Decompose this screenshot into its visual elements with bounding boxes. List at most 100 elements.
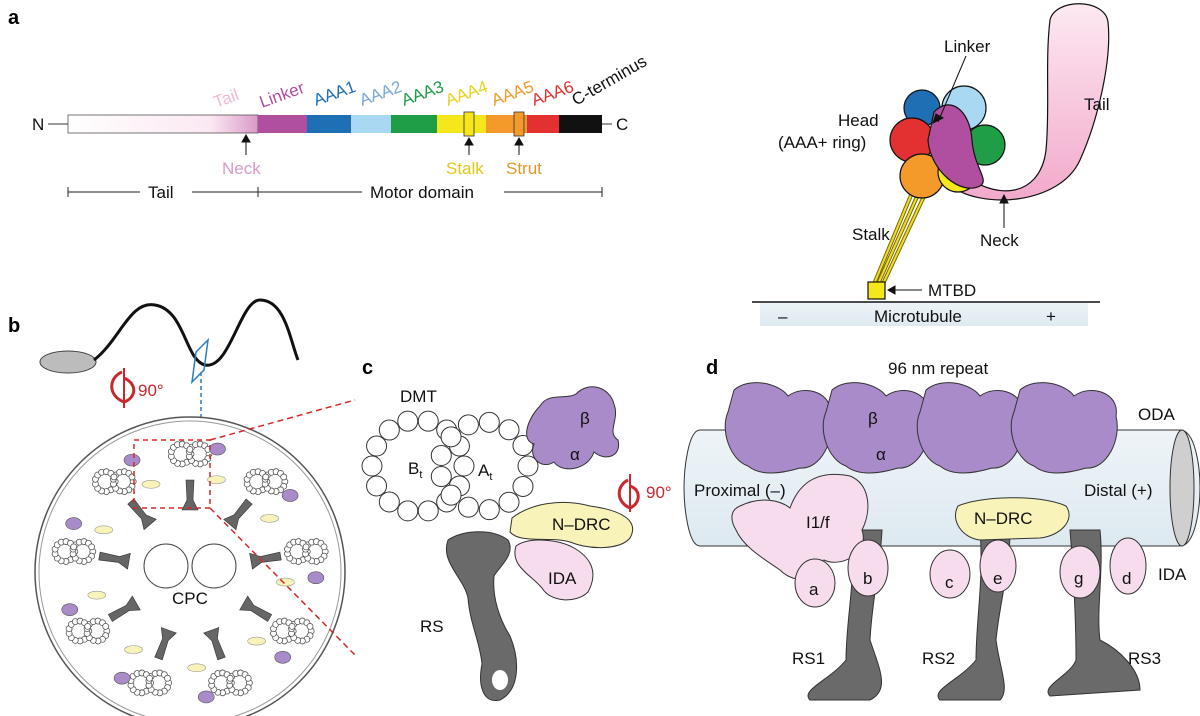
proximal-label: Proximal (–) xyxy=(694,481,786,500)
panel-b: b 90° CPC xyxy=(8,298,356,716)
panel-a: a N C Tail Linker AAA1 AAA2 AAA3 AAA4 AA… xyxy=(8,3,1110,326)
i1f-label: I1/f xyxy=(806,513,830,532)
oda-mini xyxy=(65,517,82,530)
doublet xyxy=(270,617,315,645)
ndrc-mini xyxy=(247,636,266,646)
rotate-icon-c xyxy=(617,474,640,512)
panel-d: d 96 nm repeat ODA β α Proximal (–) Dist… xyxy=(683,357,1200,701)
doublet xyxy=(92,468,137,495)
ndrc-mini xyxy=(260,514,279,523)
oda-label: ODA xyxy=(1138,405,1176,424)
protofilament xyxy=(417,500,439,522)
beta-label-c: β xyxy=(580,409,590,428)
panel-label-d: d xyxy=(706,357,718,379)
rotate-icon xyxy=(110,368,136,408)
radial-spoke-mini xyxy=(181,479,199,511)
panel-label-b: b xyxy=(8,315,20,337)
doublet-microtubule xyxy=(361,410,539,522)
mtbd-box xyxy=(867,281,886,300)
ndrc-label-c: N–DRC xyxy=(552,515,611,534)
oda-mini xyxy=(307,571,325,585)
protofilament xyxy=(498,491,520,513)
section-plane xyxy=(190,337,210,385)
rotate-90-label-b: 90° xyxy=(138,381,164,400)
ndrc-mini xyxy=(276,577,295,587)
rotate-90-label-c: 90° xyxy=(646,483,672,502)
ndrc-label-d: N–DRC xyxy=(974,509,1033,528)
ida-head-g xyxy=(1059,545,1101,599)
radial-spoke-mini xyxy=(98,551,131,570)
ndrc-mini xyxy=(94,525,114,535)
protofilament xyxy=(430,444,452,466)
zoom-box xyxy=(133,439,211,509)
ndrc-mini xyxy=(124,645,143,654)
protofilament xyxy=(440,484,462,506)
rs2-label: RS2 xyxy=(922,649,955,668)
protofilament xyxy=(366,435,388,457)
model-linker-label: Linker xyxy=(944,37,991,56)
ndrc-mini xyxy=(207,475,226,485)
at-label: At xyxy=(478,461,492,483)
microtubule-plus: + xyxy=(1046,307,1056,326)
oda-mini xyxy=(61,603,79,616)
doublet xyxy=(243,468,289,495)
panel-c: c DMT Bt At β α N–DRC IDA RS 90° xyxy=(361,357,672,701)
model-mtbd-label: MTBD xyxy=(928,281,976,300)
ndrc-shape-d xyxy=(955,497,1070,541)
doublet xyxy=(65,617,111,645)
ida-head-d xyxy=(1109,537,1147,595)
model-head-sublabel: (AAA+ ring) xyxy=(778,133,866,152)
domain-label-aaa1: AAA1 xyxy=(311,77,358,110)
beta-label-d: β xyxy=(868,409,878,428)
stalk-insert xyxy=(463,111,475,137)
protofilament xyxy=(517,455,539,477)
sperm-head xyxy=(39,350,97,374)
domain-bar xyxy=(48,111,612,137)
ndrc-shape-c xyxy=(509,501,633,549)
oda-heads xyxy=(724,382,1118,474)
panel-label-c: c xyxy=(362,357,373,379)
domain-label-aaa2: AAA2 xyxy=(357,77,404,110)
oda-head xyxy=(724,382,832,474)
radial-spoke-mini xyxy=(203,627,226,661)
ndrc-mini xyxy=(187,663,206,673)
domain-label-aaa4: AAA4 xyxy=(443,77,490,110)
microtubule xyxy=(760,302,1088,326)
protofilament xyxy=(453,455,475,477)
oda-head xyxy=(822,382,930,474)
ida-head-label-d: d xyxy=(1122,569,1131,588)
doublet xyxy=(51,538,97,565)
model-head-label: Head xyxy=(838,111,879,130)
model-tail-label: Tail xyxy=(1084,95,1110,114)
protofilament xyxy=(397,500,419,522)
bt-label: Bt xyxy=(408,459,422,481)
n-terminus-label: N xyxy=(32,115,44,134)
panel-label-a: a xyxy=(8,7,20,29)
ida-label-c: IDA xyxy=(548,569,577,588)
protofilament xyxy=(378,419,400,441)
protofilament xyxy=(417,410,439,432)
radial-spoke-mini xyxy=(223,498,253,531)
protofilament xyxy=(378,491,400,513)
ida-head-label-g: g xyxy=(1074,569,1083,588)
rs3-label: RS3 xyxy=(1128,649,1161,668)
alpha-label-c: α xyxy=(570,445,580,464)
protofilament xyxy=(457,414,479,436)
oda-mini xyxy=(197,690,215,704)
stalk-label: Stalk xyxy=(446,159,484,178)
protofilament xyxy=(440,426,462,448)
model-neck-label: Neck xyxy=(980,231,1019,250)
protofilament xyxy=(478,499,500,521)
protofilament xyxy=(430,466,452,488)
ida-head-a xyxy=(794,558,836,608)
oda-shape-c xyxy=(526,386,620,470)
tail-shape xyxy=(945,3,1110,201)
central-pair xyxy=(143,543,237,589)
ida-head-label-a: a xyxy=(809,580,819,599)
alpha-label-d: α xyxy=(876,445,886,464)
rs3-shape xyxy=(1047,529,1141,697)
protofilament xyxy=(512,475,534,497)
region-brackets xyxy=(67,187,603,197)
c-terminus-end-label: C xyxy=(616,115,628,134)
